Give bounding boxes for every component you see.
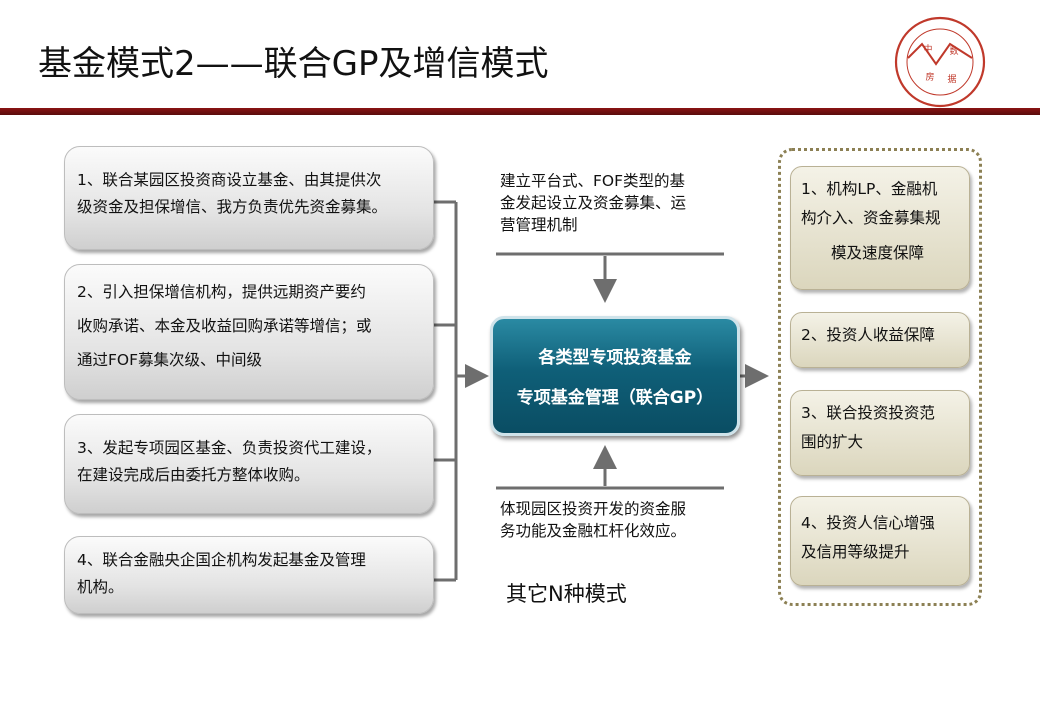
center-line-1: 各类型专项投资基金 <box>538 348 692 368</box>
left-box-1-line: 1、联合某园区投资商设立基金、由其提供次 <box>77 171 382 189</box>
left-box-2-line: 通过FOF募集次级、中间级 <box>77 351 263 369</box>
right-box-4-line: 4、投资人信心增强 <box>801 514 935 532</box>
right-box-3-line: 围的扩大 <box>801 433 864 451</box>
left-box-3-line: 在建设完成后由委托方整体收购。 <box>77 466 310 484</box>
right-box-2: 2、投资人收益保障 <box>790 312 970 368</box>
title-rule <box>0 108 1040 115</box>
right-box-4-line: 及信用等级提升 <box>801 543 910 561</box>
seal-char-3: 房 <box>925 71 934 83</box>
right-box-1: 1、机构LP、金融机 构介入、资金募集规 模及速度保障 <box>790 166 970 290</box>
bottom-description: 体现园区投资开发的资金服 务功能及金融杠杆化效应。 <box>500 498 686 542</box>
left-box-2-line: 2、引入担保增信机构，提供远期资产要约 <box>77 283 366 301</box>
top-description: 建立平台式、FOF类型的基 金发起设立及资金募集、运 营管理机制 <box>500 170 686 236</box>
left-box-4-line: 机构。 <box>77 578 124 596</box>
left-box-2-line: 收购承诺、本金及收益回购承诺等增信；或 <box>77 317 372 335</box>
left-box-4-line: 4、联合金融央企国企机构发起基金及管理 <box>77 551 366 569</box>
right-box-2-line: 2、投资人收益保障 <box>801 326 935 344</box>
left-box-3: 3、发起专项园区基金、负责投资代工建设， 在建设完成后由委托方整体收购。 <box>64 414 434 514</box>
right-box-1-line: 1、机构LP、金融机 <box>801 180 938 198</box>
bottom-description-line: 务功能及金融杠杆化效应。 <box>500 522 687 540</box>
left-box-1: 1、联合某园区投资商设立基金、由其提供次 级资金及担保增信、我方负责优先资金募集… <box>64 146 434 250</box>
right-box-3-line: 3、联合投资投资范 <box>801 404 935 422</box>
right-box-1-line: 模及速度保障 <box>831 244 925 262</box>
center-line-2: 专项基金管理（联合GP） <box>516 388 714 408</box>
benefits-panel <box>778 148 982 606</box>
top-description-line: 金发起设立及资金募集、运 <box>500 194 687 212</box>
top-description-line: 营管理机制 <box>500 216 578 234</box>
right-box-3: 3、联合投资投资范 围的扩大 <box>790 390 970 476</box>
seal-char-2: 数 <box>949 45 958 57</box>
seal-char-1: 中 <box>923 43 932 55</box>
slide-title: 基金模式2——联合GP及增信模式 <box>38 44 549 84</box>
other-modes-label: 其它N种模式 <box>506 582 627 606</box>
right-box-4: 4、投资人信心增强 及信用等级提升 <box>790 496 970 586</box>
left-box-3-line: 3、发起专项园区基金、负责投资代工建设， <box>77 439 382 457</box>
left-box-4: 4、联合金融央企国企机构发起基金及管理 机构。 <box>64 536 434 614</box>
top-description-line: 建立平台式、FOF类型的基 <box>500 172 686 190</box>
center-fund-box: 各类型专项投资基金 专项基金管理（联合GP） <box>490 316 740 436</box>
right-box-1-line: 构介入、资金募集规 <box>801 209 941 227</box>
left-box-2: 2、引入担保增信机构，提供远期资产要约 收购承诺、本金及收益回购承诺等增信；或 … <box>64 264 434 400</box>
seal-char-4: 据 <box>947 73 956 85</box>
left-box-1-line: 级资金及担保增信、我方负责优先资金募集。 <box>77 198 388 216</box>
institution-seal-logo: 中 数 房 据 <box>892 14 988 110</box>
seal-icon: 中 数 房 据 <box>894 16 986 108</box>
bottom-description-line: 体现园区投资开发的资金服 <box>500 500 687 518</box>
